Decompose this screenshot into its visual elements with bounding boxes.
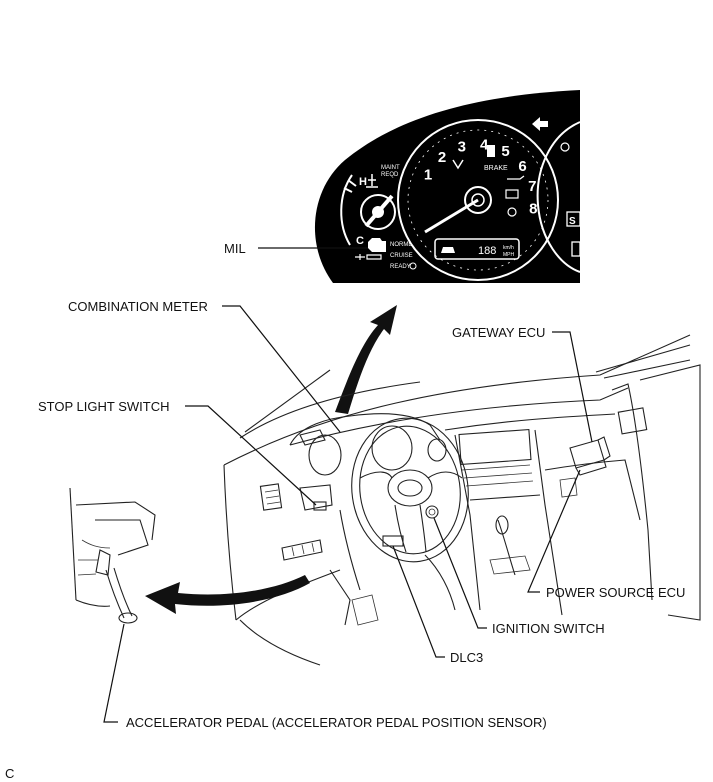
label-dlc3: DLC3 xyxy=(450,650,483,665)
label-mil: MIL xyxy=(224,241,246,256)
turn-signal-arrow-icon xyxy=(532,117,548,131)
label-accelerator-pedal: ACCELERATOR PEDAL (ACCELERATOR PEDAL POS… xyxy=(126,715,547,730)
speed-unit-mph: MPH xyxy=(503,252,515,258)
label-ignition-switch: IGNITION SWITCH xyxy=(492,621,605,636)
battery-icon xyxy=(505,189,519,199)
coolant-icon xyxy=(366,174,378,188)
airbag-icon xyxy=(452,159,464,170)
tach-number-7: 7 xyxy=(528,178,536,195)
oil-pressure-icon xyxy=(507,175,525,180)
callout-labels: MIL COMBINATION METER GATEWAY ECU STOP L… xyxy=(5,241,685,781)
speed-unit-kmh: km/h xyxy=(503,245,514,251)
seatbelt-warning-icon xyxy=(487,145,495,157)
tach-number-1: 1 xyxy=(424,167,432,184)
mode-ready: READY xyxy=(390,264,411,270)
ready-lamp xyxy=(409,262,417,270)
accelerator-pedal-closeup xyxy=(69,487,156,624)
odometer-value: 188 xyxy=(478,245,496,257)
brake-warning: BRAKE xyxy=(484,165,508,172)
maint-reqd-line1: MAINT xyxy=(381,165,400,171)
speedometer-partial: S xyxy=(532,117,581,273)
indicator-s: S xyxy=(569,216,576,227)
meter-panel xyxy=(314,90,580,283)
maint-reqd-line2: REQD xyxy=(381,172,399,178)
engine-warning-icon xyxy=(355,238,386,260)
tach-number-2: 2 xyxy=(438,149,446,166)
label-combination-meter: COMBINATION METER xyxy=(68,299,208,314)
corner-mark: C xyxy=(5,766,14,781)
tach-number-6: 6 xyxy=(518,158,526,175)
leader-lines xyxy=(103,247,593,723)
headlight-indicator-icon xyxy=(560,142,570,152)
label-power-source-ecu: POWER SOURCE ECU xyxy=(546,585,685,600)
mode-normal: NORML xyxy=(390,242,412,248)
label-gateway-ecu: GATEWAY ECU xyxy=(452,325,545,340)
tach-number-5: 5 xyxy=(501,143,509,160)
dashboard-illustration xyxy=(223,334,701,666)
temperature-gauge: H C MAINT REQD xyxy=(340,165,400,247)
srs-icon xyxy=(507,207,517,217)
car-icon xyxy=(441,247,455,253)
pedal-callout-arrow xyxy=(145,575,310,614)
label-stop-light-switch: STOP LIGHT SWITCH xyxy=(38,399,169,414)
tach-number-3: 3 xyxy=(458,138,466,155)
tach-number-8: 8 xyxy=(529,201,537,218)
gateway-ecu-box xyxy=(569,436,611,476)
gauge-h-label: H xyxy=(359,176,367,188)
mode-cruise: CRUISE xyxy=(390,253,413,259)
odometer-display: 188 km/h MPH xyxy=(434,238,520,260)
gauge-c-label: C xyxy=(356,235,364,247)
tach-number-4: 4 xyxy=(480,136,489,153)
meter-callout-arrow xyxy=(335,305,397,414)
